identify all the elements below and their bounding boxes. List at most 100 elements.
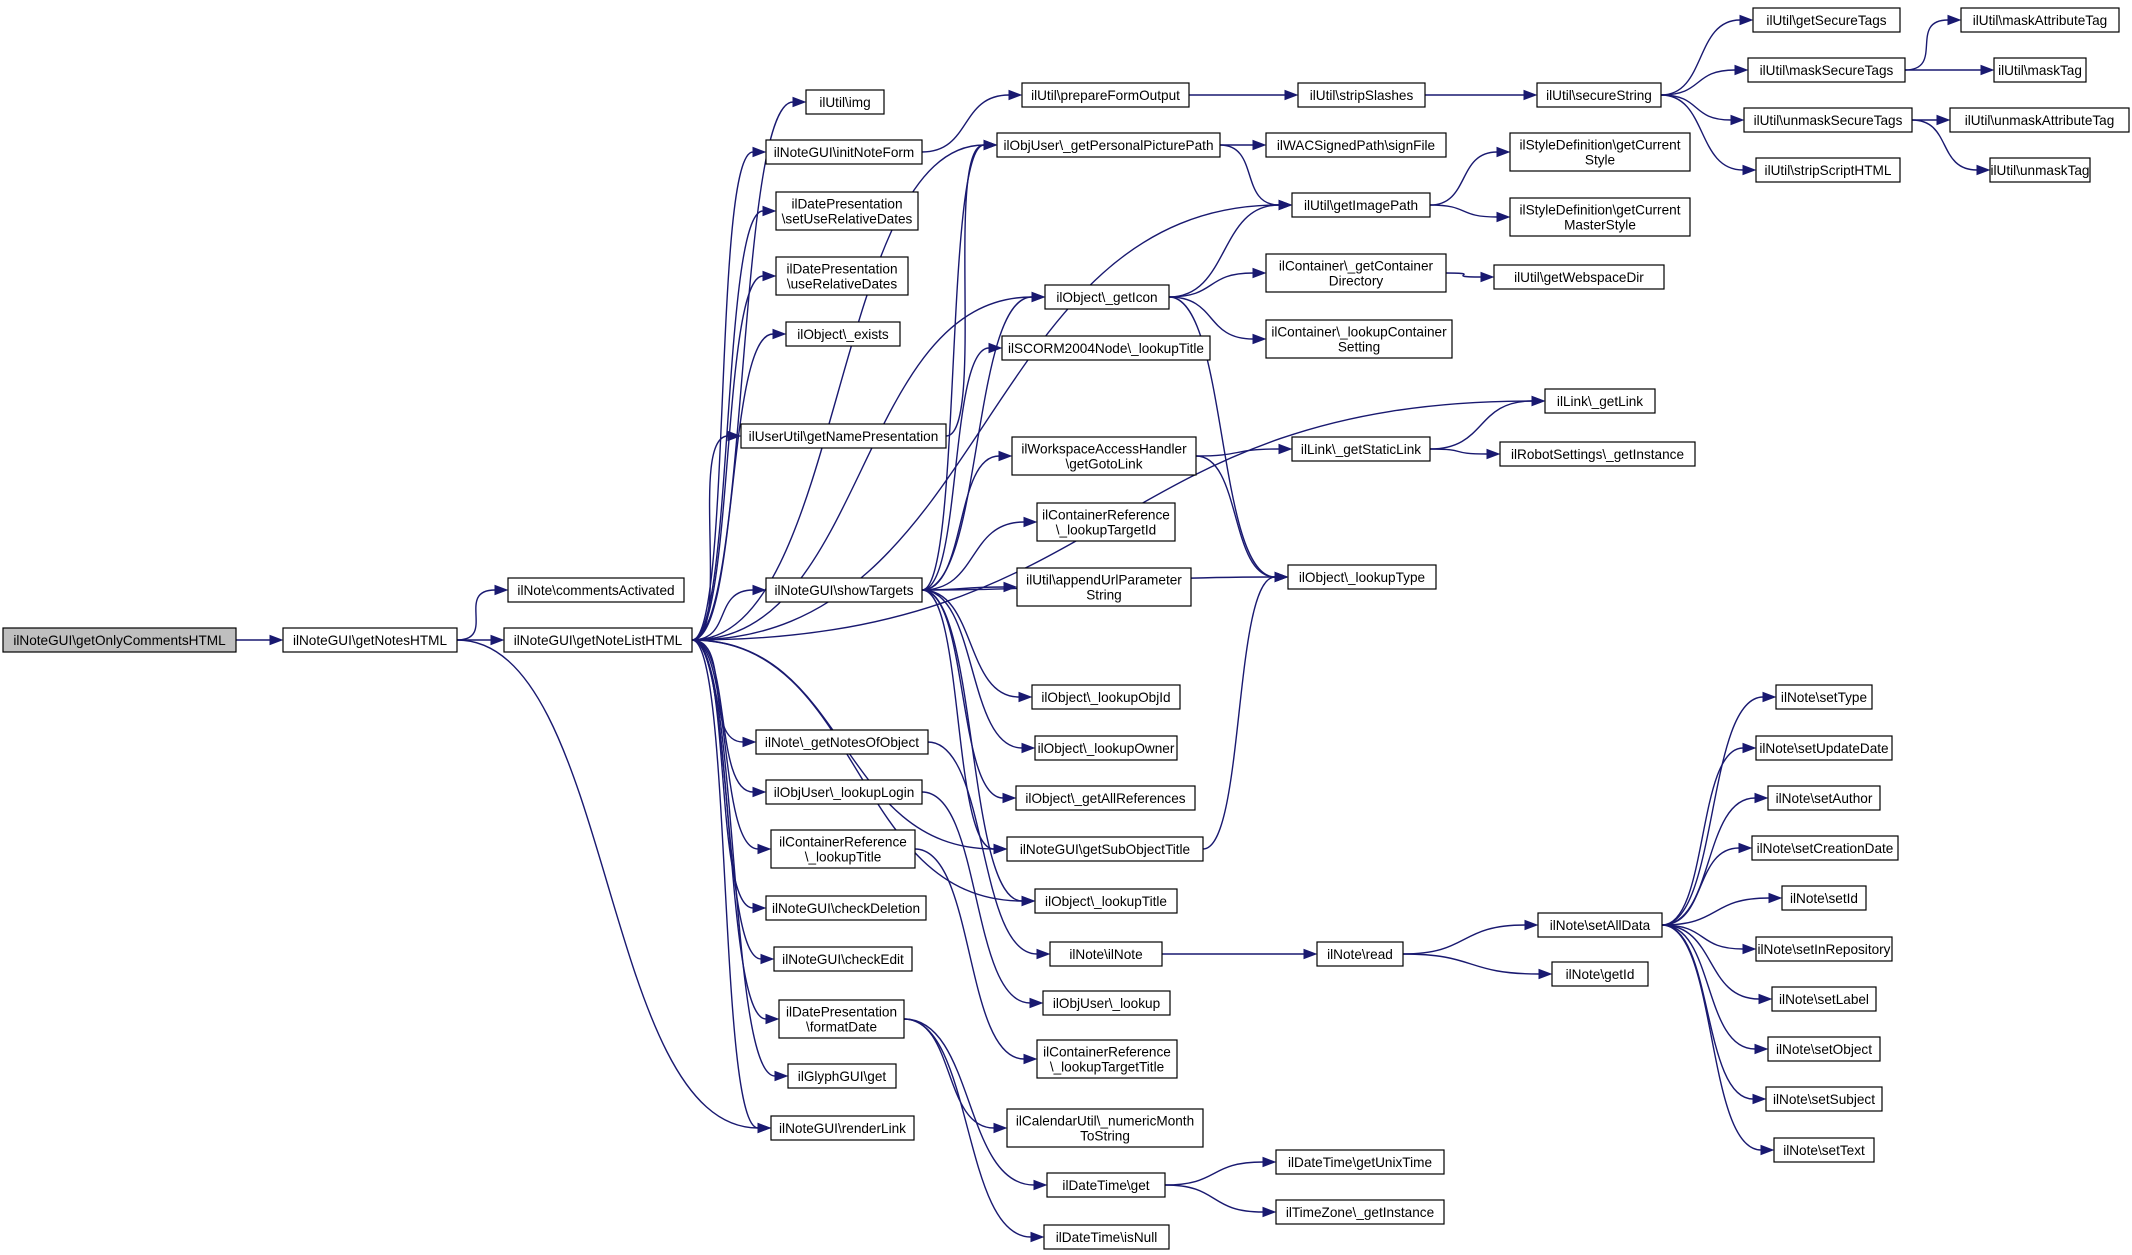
node-box — [1493, 264, 1665, 290]
node-getSubObjectTitle[interactable]: ilNoteGUI\getSubObjectTitle — [1006, 836, 1204, 862]
node-getImagePath[interactable]: ilUtil\getImagePath — [1291, 192, 1431, 218]
node-setObject[interactable]: ilNote\setObject — [1767, 1036, 1881, 1062]
node-getSecureTags[interactable]: ilUtil\getSecureTags — [1752, 7, 1901, 33]
node-root[interactable]: ilNoteGUI\getOnlyCommentsHTML — [2, 627, 237, 653]
node-setSubject[interactable]: ilNote\setSubject — [1765, 1086, 1883, 1112]
edge-arrowhead — [1768, 892, 1783, 904]
edge-arrowhead — [752, 786, 767, 798]
node-setUpdateDate[interactable]: ilNote\setUpdateDate — [1755, 735, 1893, 761]
node-objExists[interactable]: ilObject\_exists — [785, 321, 901, 347]
node-prepareFormOutput[interactable]: ilUtil\prepareFormOutput — [1021, 82, 1190, 108]
node-setText[interactable]: ilNote\setText — [1773, 1137, 1875, 1163]
node-showTargets[interactable]: ilNoteGUI\showTargets — [765, 577, 923, 603]
node-label: ilLink\_getStaticLink — [1301, 442, 1421, 457]
edge-line — [691, 639, 1023, 902]
node-getPersonalPicturePath[interactable]: ilObjUser\_getPersonalPicturePath — [996, 132, 1221, 158]
node-getNotesOfObject[interactable]: ilNote\_getNotesOfObject — [755, 729, 929, 755]
node-img[interactable]: ilUtil\img — [805, 89, 885, 115]
node-setLabel[interactable]: ilNote\setLabel — [1771, 986, 1877, 1012]
node-scormLookupTitle[interactable]: ilSCORM2004Node\_lookupTitle — [1001, 335, 1211, 361]
node-unmaskTag[interactable]: ilUtil\unmaskTag — [1989, 157, 2091, 183]
node-setAllData[interactable]: ilNote\setAllData — [1537, 912, 1663, 938]
edge-line — [1164, 1161, 1264, 1186]
edge-line — [1904, 19, 1949, 71]
node-maskSecureTags[interactable]: ilUtil\maskSecureTags — [1747, 57, 1906, 83]
node-getNamePresentation[interactable]: ilUserUtil\getNamePresentation — [740, 423, 947, 449]
node-setAuthor[interactable]: ilNote\setAuthor — [1767, 785, 1881, 811]
node-setType[interactable]: ilNote\setType — [1775, 684, 1873, 710]
node-box — [1765, 1086, 1883, 1112]
edge-line — [1195, 448, 1280, 457]
node-box — [1042, 990, 1171, 1016]
edge-arrowhead — [1303, 948, 1318, 960]
edge-getNoteListHTML-to-img — [691, 96, 807, 641]
edge-line — [903, 1018, 1035, 1186]
node-objUserLookup[interactable]: ilObjUser\_lookup — [1042, 990, 1171, 1016]
edge-showTargets-to-lookupObjId — [921, 589, 1033, 703]
node-maskAttributeTag[interactable]: ilUtil\maskAttributeTag — [1960, 7, 2120, 33]
node-checkEdit[interactable]: ilNoteGUI\checkEdit — [773, 946, 913, 972]
edge-arrowhead — [1030, 1231, 1045, 1243]
node-lookupTargetId[interactable]: ilContainerReference\_lookupTargetId — [1036, 502, 1176, 542]
node-initNoteForm[interactable]: ilNoteGUI\initNoteForm — [765, 139, 923, 165]
node-getGotoLink[interactable]: ilWorkspaceAccessHandler\getGotoLink — [1011, 436, 1197, 476]
node-robotGetInstance[interactable]: ilRobotSettings\_getInstance — [1499, 441, 1696, 467]
node-dateTimeGet[interactable]: ilDateTime\get — [1046, 1172, 1166, 1198]
node-checkDeletion[interactable]: ilNoteGUI\checkDeletion — [765, 895, 927, 921]
node-ilNoteCtor[interactable]: ilNote\ilNote — [1049, 941, 1163, 967]
edge-arrowhead — [1742, 943, 1757, 955]
node-lookupLogin[interactable]: ilObjUser\_lookupLogin — [765, 779, 923, 805]
node-lookupOwner[interactable]: ilObject\_lookupOwner — [1034, 735, 1178, 761]
edge-arrowhead — [1031, 291, 1046, 303]
node-setUseRelativeDates[interactable]: ilDatePresentation\setUseRelativeDates — [775, 191, 919, 231]
node-isNull[interactable]: ilDateTime\isNull — [1043, 1224, 1170, 1250]
node-unmaskAttributeTag[interactable]: ilUtil\unmaskAttributeTag — [1949, 107, 2130, 133]
node-useRelativeDates[interactable]: ilDatePresentation\useRelativeDates — [775, 256, 909, 296]
node-renderLink[interactable]: ilNoteGUI\renderLink — [770, 1115, 915, 1141]
node-stripSlashes[interactable]: ilUtil\stripSlashes — [1297, 82, 1426, 108]
node-tzGetInstance[interactable]: ilTimeZone\_getInstance — [1275, 1199, 1445, 1225]
node-lookupType[interactable]: ilObject\_lookupType — [1287, 564, 1437, 590]
node-getAllReferences[interactable]: ilObject\_getAllReferences — [1015, 785, 1196, 811]
edge-arrowhead — [762, 205, 777, 217]
edge-line — [927, 741, 1038, 955]
node-getLink[interactable]: ilLink\_getLink — [1544, 388, 1656, 414]
node-getStaticLink[interactable]: ilLink\_getStaticLink — [1291, 436, 1431, 462]
node-commentsActivated[interactable]: ilNote\commentsActivated — [507, 577, 685, 603]
node-lookupTargetTitle[interactable]: ilContainerReference\_lookupTargetTitle — [1036, 1039, 1178, 1079]
edge-arrowhead — [1274, 571, 1289, 583]
node-secureString[interactable]: ilUtil\secureString — [1536, 82, 1662, 108]
node-crLookupTitle[interactable]: ilContainerReference\_lookupTitle — [770, 829, 916, 869]
node-getNoteListHTML[interactable]: ilNoteGUI\getNoteListHTML — [503, 627, 693, 653]
node-getNotesHTML[interactable]: ilNoteGUI\getNotesHTML — [282, 627, 458, 653]
node-maskTag[interactable]: ilUtil\maskTag — [1993, 57, 2087, 83]
node-setCreationDate[interactable]: ilNote\setCreationDate — [1751, 835, 1899, 861]
node-label: ilContainerReference — [1042, 508, 1170, 523]
node-box — [1006, 1108, 1204, 1148]
node-getId[interactable]: ilNote\getId — [1551, 961, 1649, 987]
edge-arrowhead — [1018, 691, 1033, 703]
node-getIcon[interactable]: ilObject\_getIcon — [1044, 284, 1170, 310]
node-noteRead[interactable]: ilNote\read — [1316, 941, 1404, 967]
node-formatDate[interactable]: ilDatePresentation\formatDate — [778, 999, 905, 1039]
node-unmaskSecureTags[interactable]: ilUtil\unmaskSecureTags — [1743, 107, 1913, 133]
node-box — [1011, 436, 1197, 476]
node-signFile[interactable]: ilWACSignedPath\signFile — [1265, 132, 1447, 158]
node-stripScriptHTML[interactable]: ilUtil\stripScriptHTML — [1755, 157, 1901, 183]
node-setId[interactable]: ilNote\setId — [1781, 885, 1867, 911]
node-objLookupTitle[interactable]: ilObject\_lookupTitle — [1034, 888, 1178, 914]
edge-getNoteListHTML-to-checkEdit — [691, 639, 775, 965]
edge-line — [903, 1018, 995, 1129]
node-glyphGet[interactable]: ilGlyphGUI\get — [787, 1063, 897, 1089]
node-setInRepository[interactable]: ilNote\setInRepository — [1755, 936, 1893, 962]
node-lookupObjId[interactable]: ilObject\_lookupObjId — [1031, 684, 1181, 710]
node-getUnixTime[interactable]: ilDateTime\getUnixTime — [1275, 1149, 1445, 1175]
node-getWebspaceDir[interactable]: ilUtil\getWebspaceDir — [1493, 264, 1665, 290]
node-label: \getGotoLink — [1065, 457, 1142, 472]
